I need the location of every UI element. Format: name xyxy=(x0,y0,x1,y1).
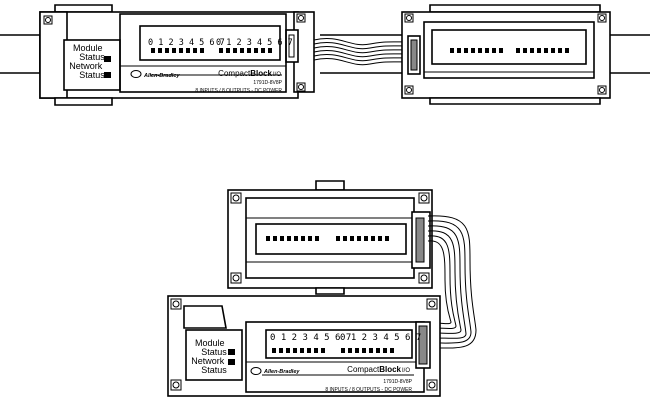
lower-allen-bradley-logo-icon xyxy=(250,367,262,375)
top-channels-group-1: 0 1 2 3 4 5 6 7 xyxy=(148,38,225,48)
top-description: 8 INPUTS / 8 OUTPUTS - DC POWER xyxy=(195,88,282,94)
lower-brand-label: Allen-Bradley xyxy=(263,369,300,375)
bottom-assembly: Module Status Network Status 0 1 2 3 4 5… xyxy=(167,180,477,397)
top-network-status-label: Network Status xyxy=(69,61,105,80)
top-channels-group-2: 0 1 2 3 4 5 6 7 xyxy=(216,38,293,48)
top-ribbon-cable xyxy=(313,38,409,66)
stacked-expansion-module xyxy=(227,180,433,295)
lower-channels-group-1: 0 1 2 3 4 5 6 7 xyxy=(270,333,351,343)
top-module-status-label: Module Status xyxy=(73,43,105,62)
lower-module-status-led xyxy=(228,349,235,355)
lower-network-status-led xyxy=(228,359,235,365)
lower-module-status-label: Module Status xyxy=(195,338,227,357)
stacked-led-row xyxy=(266,236,389,241)
top-brand-label: Allen-Bradley xyxy=(143,73,180,79)
top-network-status-led xyxy=(104,72,111,78)
top-assembly: Module Status Network Status 0 1 2 3 4 5… xyxy=(0,4,650,106)
lower-base-module xyxy=(167,295,441,397)
lower-catalog-number: 1791D-8V8P xyxy=(383,379,412,385)
base-module xyxy=(39,4,315,106)
lower-product-name: CompactBlockI/O xyxy=(347,365,410,374)
top-product-name: CompactBlockI/O xyxy=(218,69,281,78)
expansion-led-row xyxy=(450,48,569,53)
top-catalog-number: 1791D-8V8P xyxy=(253,80,282,86)
lower-description: 8 INPUTS / 8 OUTPUTS - DC POWER xyxy=(325,387,412,393)
lower-network-status-label: Network Status xyxy=(191,356,227,375)
bottom-ribbon-cable xyxy=(427,215,477,349)
lower-led-row xyxy=(272,348,394,353)
expansion-module xyxy=(401,4,611,105)
top-led-row xyxy=(151,48,272,53)
allen-bradley-logo-icon xyxy=(130,70,142,78)
lower-channels-group-2: 0 1 2 3 4 5 6 7 xyxy=(340,333,421,343)
top-module-status-led xyxy=(104,56,111,62)
